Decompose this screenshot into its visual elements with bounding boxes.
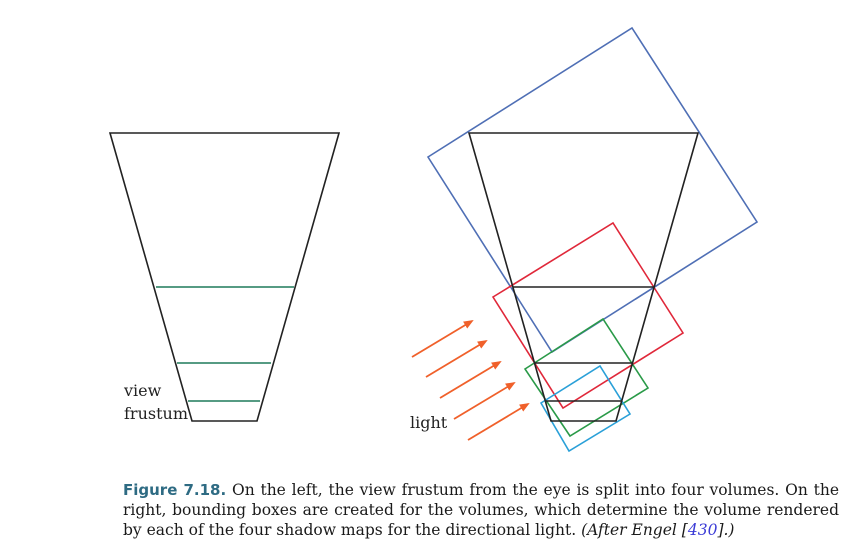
- left-view-frustum: view frustum: [108, 132, 341, 423]
- light-arrow-1: [411, 319, 474, 358]
- bounding-box-blue: [426, 26, 759, 354]
- right-frustum-outline: [467, 132, 700, 422]
- figure-caption: Figure 7.18. On the left, the view frust…: [123, 480, 839, 540]
- figure-number: Figure 7.18.: [123, 481, 227, 499]
- light-arrow-3: [439, 360, 502, 399]
- figure-illustration: view frustum light: [108, 26, 759, 453]
- bounding-box-green: [523, 317, 650, 438]
- light-arrow-2: [425, 339, 488, 378]
- directional-light-arrows: [411, 319, 530, 441]
- light-label: light: [410, 413, 448, 432]
- right-view-frustum: [426, 26, 759, 453]
- frustum-label: frustum: [124, 404, 188, 423]
- light-arrow-5: [467, 402, 530, 441]
- caption-after-suffix: ].): [717, 521, 735, 539]
- bounding-box-red: [491, 221, 685, 410]
- citation-link[interactable]: 430: [687, 521, 718, 539]
- bounding-box-cyan: [539, 364, 632, 453]
- caption-text: On the left, the view frustum from the e…: [123, 481, 839, 539]
- light-arrow-4: [453, 381, 516, 420]
- view-label: view: [123, 381, 162, 400]
- left-frustum-outline: [108, 132, 341, 422]
- caption-after-prefix: (After Engel [: [581, 521, 688, 539]
